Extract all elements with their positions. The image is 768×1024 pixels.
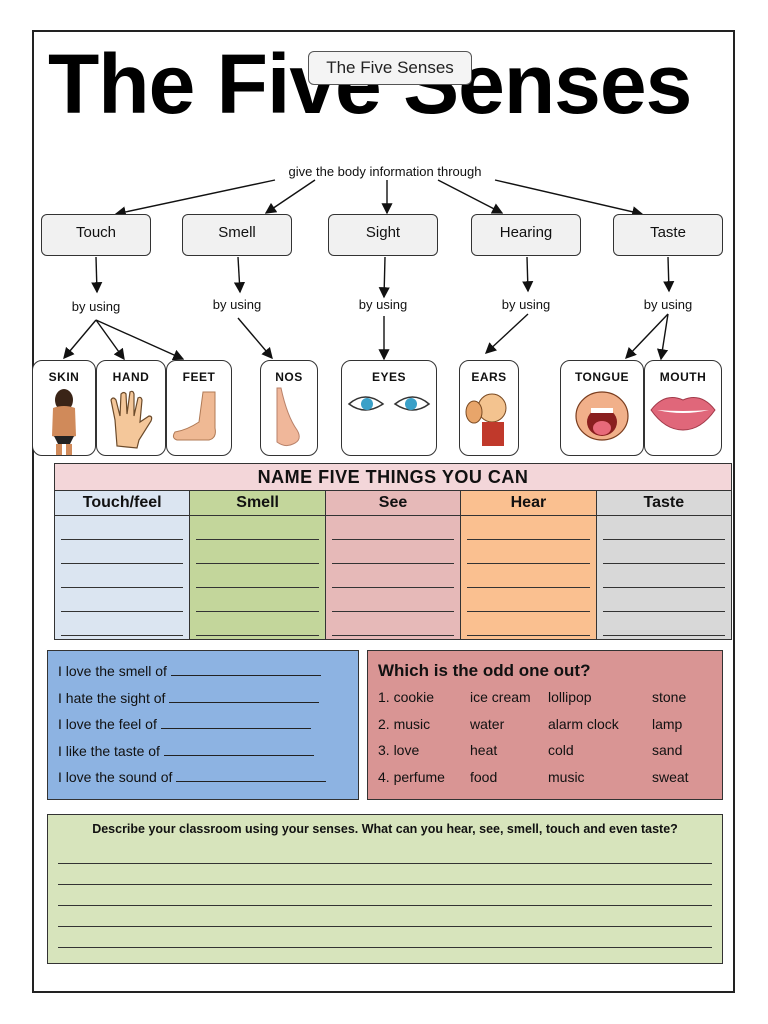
organ-label: SKIN — [48, 370, 80, 384]
sense-smell: Smell — [182, 214, 292, 256]
organ-label: EYES — [371, 370, 406, 384]
center-label: give the body information through — [270, 164, 500, 179]
by-using-taste: by using — [643, 297, 693, 312]
sentence-row: I love the sound of — [58, 769, 358, 796]
foot-icon — [172, 391, 216, 441]
organ-card-feet: FEET — [166, 360, 232, 456]
writing-line — [58, 905, 712, 906]
sense-taste: Taste — [613, 214, 723, 256]
nose-icon — [276, 387, 300, 447]
sense-sight: Sight — [328, 214, 438, 256]
hand-icon — [110, 390, 153, 449]
by-using-smell: by using — [212, 297, 262, 312]
sense-hearing: Hearing — [471, 214, 581, 256]
organ-card-skin: SKIN — [32, 360, 96, 456]
sentence-row: I love the smell of — [58, 663, 358, 690]
organ-card-hand: HAND — [96, 360, 166, 456]
organ-label: EARS — [471, 370, 507, 384]
title-tag: The Five Senses — [308, 51, 472, 85]
organ-label: HAND — [112, 370, 150, 384]
column-touch: Touch/feel — [55, 491, 191, 639]
eyes-icon — [347, 396, 431, 411]
organ-label: MOUTH — [659, 370, 707, 384]
column-header: Taste — [596, 491, 732, 516]
organ-card-ears: EARS — [459, 360, 519, 456]
describe-question: Describe your classroom using your sense… — [92, 822, 678, 836]
sentence-completion-box: I love the smell of I hate the sight of … — [47, 650, 359, 800]
writing-line — [58, 863, 712, 864]
sense-touch: Touch — [41, 214, 151, 256]
by-using-sight: by using — [358, 297, 408, 312]
column-header: Touch/feel — [55, 491, 190, 516]
ear-icon — [465, 393, 507, 446]
describe-classroom-box: Describe your classroom using your sense… — [47, 814, 723, 964]
organ-card-mouth: MOUTH — [644, 360, 722, 456]
sentence-row: I like the taste of — [58, 743, 358, 770]
column-taste: Taste — [596, 491, 732, 639]
sentence-row: I love the feel of — [58, 716, 358, 743]
by-using-hearing: by using — [501, 297, 551, 312]
organ-label: NOS — [275, 370, 303, 384]
column-hear: Hear — [461, 491, 597, 639]
writing-line — [58, 947, 712, 948]
tongue-icon — [575, 391, 629, 441]
sentence-row: I hate the sight of — [58, 690, 358, 717]
column-header: Hear — [461, 491, 596, 516]
writing-line — [58, 884, 712, 885]
skin-icon — [52, 389, 76, 455]
organ-card-eyes: EYES — [341, 360, 437, 456]
column-header: Smell — [190, 491, 325, 516]
organ-label: TONGUE — [574, 370, 630, 384]
by-using-touch: by using — [71, 299, 121, 314]
column-see: See — [325, 491, 462, 639]
organ-label: FEET — [182, 370, 216, 384]
name-five-things-table: NAME FIVE THINGS YOU CAN Touch/feel Smel… — [54, 463, 732, 640]
organ-card-nose: NOS — [260, 360, 318, 456]
table-title: NAME FIVE THINGS YOU CAN — [55, 464, 731, 491]
odd-title: Which is the odd one out? — [378, 661, 591, 680]
writing-line — [58, 926, 712, 927]
lips-icon — [650, 397, 716, 431]
organ-card-tongue: TONGUE — [560, 360, 644, 456]
column-header: See — [325, 491, 461, 516]
column-smell: Smell — [190, 491, 326, 639]
page-frame — [32, 30, 735, 993]
